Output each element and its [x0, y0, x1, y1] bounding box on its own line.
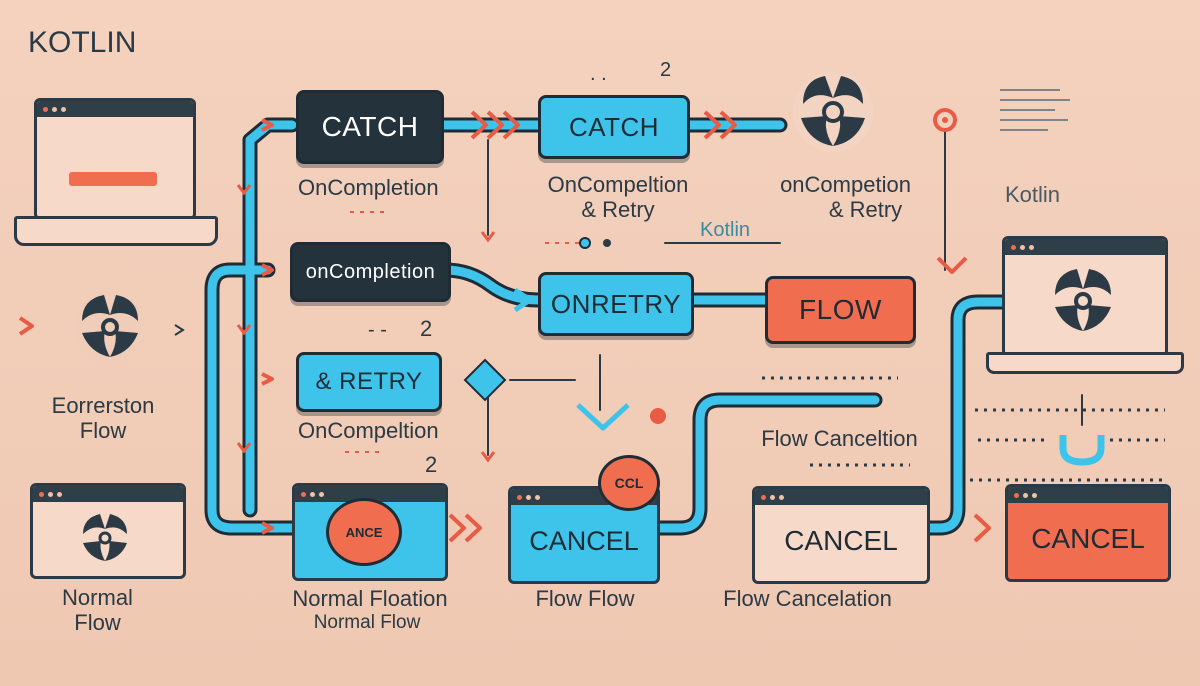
laptop-icon	[14, 98, 218, 248]
cancel-window-2[interactable]: CANCEL	[752, 486, 930, 584]
label-line: & Retry	[828, 197, 903, 222]
number-label: 2	[420, 316, 433, 341]
cancel-label: CANCEL	[529, 525, 639, 556]
window-icon	[30, 483, 186, 579]
flow-cancelation-label: Flow Cancelation	[723, 586, 892, 611]
dash-marker: - -	[368, 319, 387, 341]
label-line: onCompetion	[780, 172, 911, 197]
onretry-node[interactable]: ONRETRY	[538, 272, 694, 336]
cancel-label: CANCEL	[1031, 523, 1145, 554]
side-label: Kotlin	[1005, 182, 1061, 207]
flow-flow-label: Flow Flow	[535, 586, 635, 611]
diamond-icon	[463, 358, 507, 402]
oncompletion-node[interactable]: onCompletion	[290, 242, 451, 302]
laptop-icon	[986, 236, 1184, 374]
normal-floation-label: Normal Floation	[292, 586, 448, 611]
normal-flow-label: Normal Flow	[40, 585, 155, 635]
target-icon	[933, 108, 957, 132]
page-title: KOTLIN	[28, 26, 137, 59]
label-line: Flow	[79, 418, 127, 443]
label-line: Flow	[74, 610, 121, 635]
cancel-window-3[interactable]: CANCEL	[1005, 484, 1171, 582]
oncompletion-label: OnCompletion	[298, 175, 439, 200]
ance-badge: ANCE	[326, 498, 402, 566]
oncompetion-retry-label: onCompetion & Retry	[758, 172, 933, 222]
label-line: Eorrerston	[51, 393, 155, 418]
number-label: 2	[660, 59, 672, 81]
dots-marker: . .	[590, 63, 607, 85]
retry-node[interactable]: & RETRY	[296, 352, 442, 412]
biohazard-icon	[75, 292, 145, 362]
mid-label: Kotlin	[700, 219, 751, 241]
biohazard-icon	[1055, 269, 1111, 331]
biohazard-icon	[793, 72, 873, 152]
cancel-label: CANCEL	[784, 525, 898, 556]
normal-flow-small-label: Normal Flow	[313, 612, 421, 633]
catch-blue-node[interactable]: CATCH	[538, 95, 690, 159]
flow-node[interactable]: FLOW	[765, 276, 916, 344]
flow-canceltion-label: Flow Canceltion	[761, 426, 918, 451]
eorrerston-flow-label: Eorrerston Flow	[18, 393, 188, 443]
oncompeltion-label: OnCompeltion	[298, 418, 439, 443]
number-label: 2	[425, 452, 438, 477]
ccl-badge: CCL	[598, 455, 660, 511]
u-magnet-icon	[1059, 435, 1105, 466]
label-line: OnCompeltion	[547, 172, 689, 197]
oncompeltion-retry-label: OnCompeltion & Retry	[528, 172, 708, 222]
label-line: & Retry	[581, 197, 655, 222]
catch-node[interactable]: CATCH	[296, 90, 444, 164]
label-line: Normal	[62, 585, 133, 610]
